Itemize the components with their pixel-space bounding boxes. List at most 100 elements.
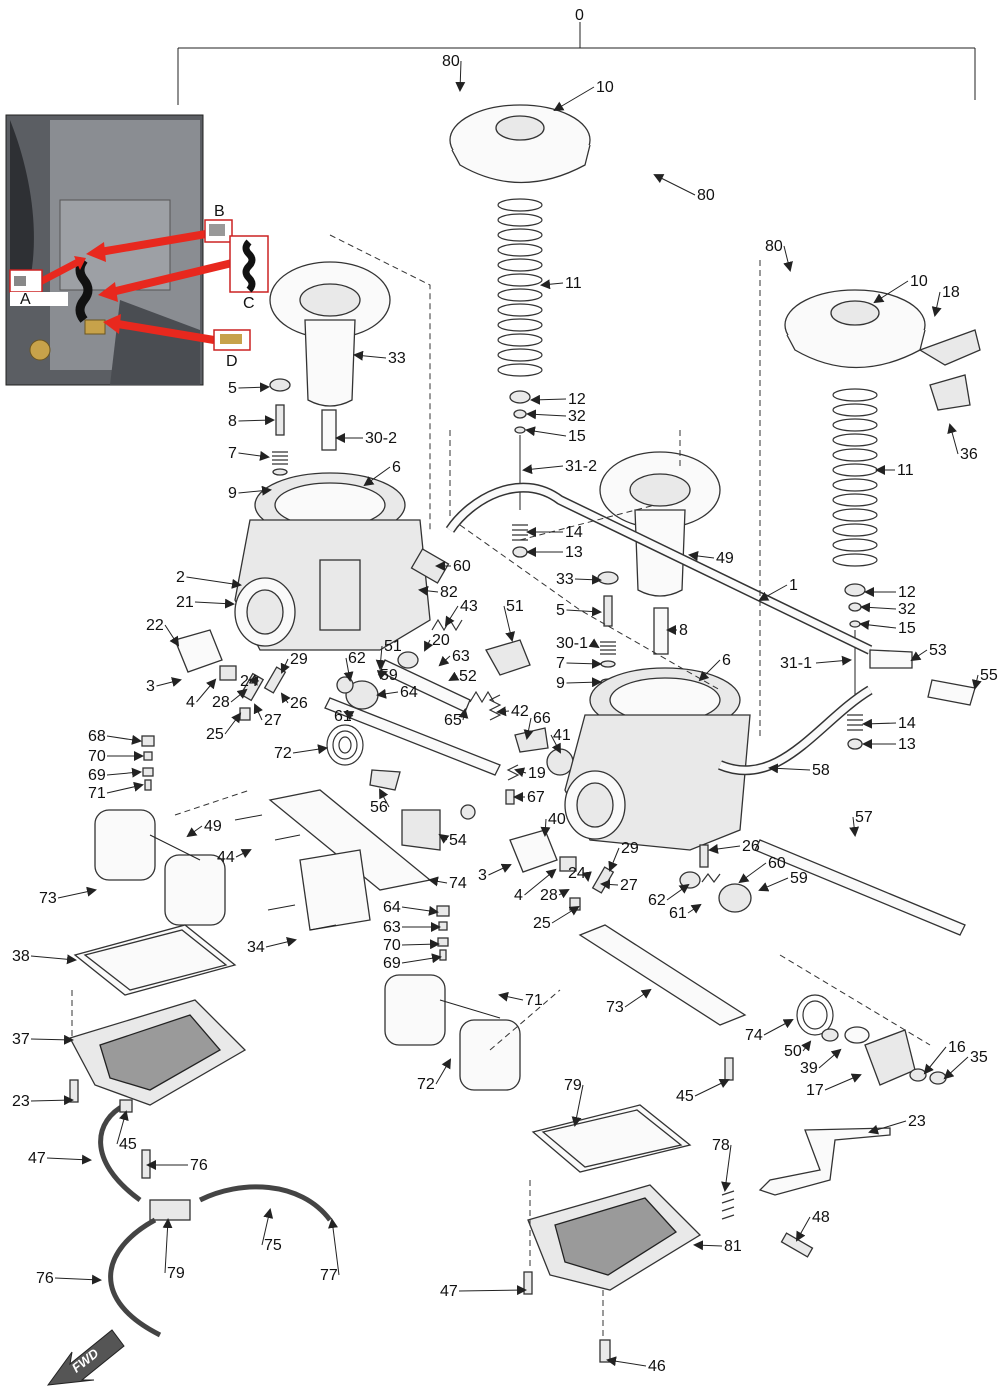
part-label: 32: [898, 601, 916, 618]
leader-line: [530, 394, 567, 405]
part-label: 11: [565, 275, 582, 292]
part-label: 55: [980, 667, 998, 684]
leader-line: [363, 466, 391, 487]
leader-line: [375, 645, 386, 670]
part-label: 56: [370, 799, 388, 816]
part-label: 40: [548, 811, 566, 828]
leader-line: [30, 954, 77, 965]
part-label: 20: [432, 632, 450, 649]
part-label: 22: [146, 617, 164, 634]
part-label: 45: [119, 1136, 137, 1153]
part-label: 31-2: [565, 458, 597, 475]
leader-line: [738, 862, 767, 884]
part-label: 13: [565, 544, 583, 561]
part-label: 32: [568, 408, 586, 425]
leader-line: [524, 868, 557, 896]
leader-line: [862, 718, 897, 729]
part-label: 4: [186, 694, 195, 711]
assembly-bracket: [177, 22, 976, 105]
leader-line: [551, 905, 580, 924]
part-label: 3: [146, 678, 155, 695]
leader-line: [238, 415, 275, 426]
part-label: 28: [212, 694, 230, 711]
part-label: 9: [556, 675, 565, 692]
part-label: 12: [898, 584, 916, 601]
leader-line: [910, 649, 928, 662]
part-label: 26: [742, 838, 760, 855]
left-carburetor-group: [69, 261, 574, 1338]
part-label: 25: [533, 915, 551, 932]
leader-line: [401, 905, 439, 916]
leader-line: [503, 605, 516, 642]
part-label: 80: [442, 53, 460, 70]
part-label: 62: [648, 892, 666, 909]
part-label: 65: [444, 712, 462, 729]
leader-line: [688, 551, 715, 561]
part-label: 10: [596, 79, 614, 96]
leader-line: [971, 674, 982, 690]
part-label: 73: [606, 999, 624, 1016]
leader-line: [558, 889, 570, 899]
part-label: 31-1: [780, 655, 812, 672]
leader-line: [156, 677, 182, 687]
leader-line: [687, 903, 702, 914]
leader-line: [30, 1034, 74, 1045]
part-label: 14: [565, 524, 583, 541]
leader-line: [435, 1058, 452, 1085]
leader-line: [253, 703, 263, 721]
leader-line: [849, 816, 860, 837]
part-label: 42: [511, 703, 529, 720]
part-label: 54: [449, 832, 467, 849]
part-label: 61: [669, 905, 687, 922]
part-label: 16: [948, 1039, 966, 1056]
part-label: 36: [960, 446, 978, 463]
leader-line: [261, 1208, 274, 1246]
part-label: 69: [88, 767, 106, 784]
leader-line: [666, 883, 690, 901]
part-label: 51: [506, 598, 524, 615]
leader-line: [238, 485, 272, 496]
leader-line: [224, 712, 242, 735]
part-label: 37: [12, 1031, 30, 1048]
leader-line: [57, 886, 97, 899]
leader-line: [343, 657, 354, 682]
leader-line: [186, 576, 242, 589]
part-label: 79: [564, 1077, 582, 1094]
part-label: 7: [228, 445, 237, 462]
part-label: 53: [929, 642, 947, 659]
part-label: 4: [514, 887, 523, 904]
part-label: 39: [800, 1060, 818, 1077]
part-label: 72: [417, 1076, 435, 1093]
leader-line: [376, 688, 399, 699]
part-label: 74: [745, 1027, 763, 1044]
leader-line: [162, 1218, 173, 1274]
part-label: 24: [240, 673, 258, 690]
part-label: 27: [620, 877, 638, 894]
part-label: 9: [228, 485, 237, 502]
part-label: 8: [228, 413, 237, 430]
right-carburetor-group: [384, 451, 976, 1363]
part-label: 29: [621, 840, 639, 857]
part-label: 47: [440, 1283, 458, 1300]
part-label: 17: [806, 1082, 824, 1099]
part-label: 66: [533, 710, 551, 727]
part-label: 69: [383, 955, 401, 972]
part-label: 58: [812, 762, 830, 779]
part-label: 60: [453, 558, 471, 575]
leader-line: [525, 426, 567, 437]
leader-line: [624, 988, 652, 1008]
part-label: 82: [440, 584, 458, 601]
leader-line: [106, 767, 142, 778]
leader-line: [196, 678, 217, 703]
part-label: 79: [167, 1265, 185, 1282]
part-label: 24: [568, 865, 586, 882]
leader-line: [653, 174, 696, 196]
leader-line: [553, 86, 595, 112]
leader-line: [194, 598, 235, 609]
leader-line: [498, 991, 524, 1002]
part-label: 26: [290, 695, 308, 712]
callout-B: B: [204, 203, 233, 243]
part-label: 21: [176, 594, 194, 611]
part-label: 14: [898, 715, 916, 732]
